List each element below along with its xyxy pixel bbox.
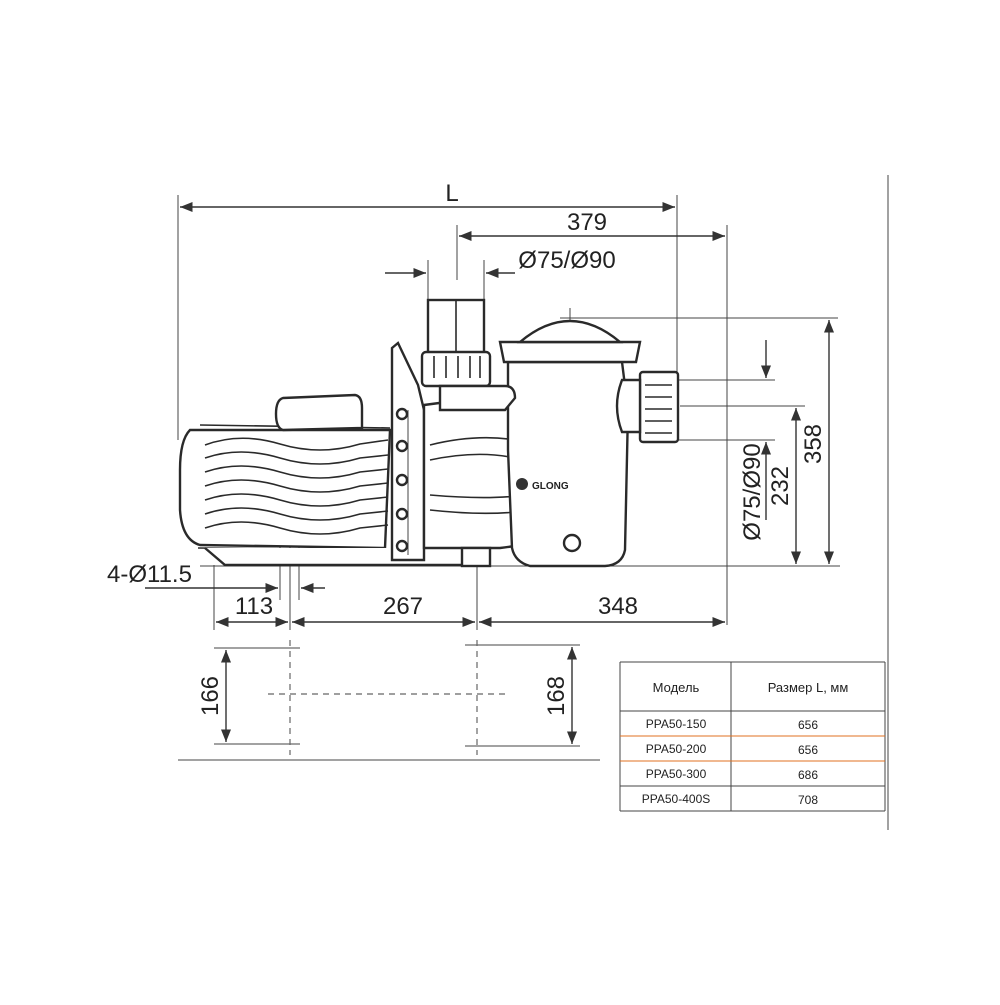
- dim-label-166: 166: [197, 676, 224, 716]
- table-cell-model: PPA50-400S: [642, 792, 711, 806]
- motor-cooling-fins: [204, 437, 389, 535]
- dim-label-358: 358: [800, 424, 827, 464]
- table-cell-model: PPA50-300: [646, 767, 707, 781]
- flange-bolt: [395, 507, 409, 521]
- dim-label-379: 379: [567, 209, 607, 236]
- motor-foot: [204, 547, 482, 567]
- strainer-body: [506, 360, 630, 568]
- dim-label-232: 232: [767, 466, 794, 506]
- dim-label-pipe-top: Ø75/Ø90: [518, 247, 615, 274]
- side-outlet-neck: [615, 378, 642, 434]
- table-header-size: Размер L, мм: [768, 680, 849, 695]
- brand-label: GLONG: [532, 481, 569, 492]
- table-cell-size: 686: [798, 768, 818, 782]
- flange-bolt: [395, 473, 409, 487]
- table-cell-size: 708: [798, 793, 818, 807]
- table-cell-size: 656: [798, 743, 818, 757]
- flange-bolt: [395, 539, 409, 553]
- dim-label-holes: 4-Ø11.5: [107, 561, 192, 588]
- side-union-nut: [638, 370, 680, 444]
- table-header-model: Модель: [653, 680, 700, 695]
- top-connector: [438, 384, 517, 412]
- dim-label-113: 113: [235, 593, 273, 620]
- brand-logo-icon: [516, 478, 528, 490]
- table-cell-size: 656: [798, 718, 818, 732]
- table-cell-model: PPA50-150: [646, 717, 707, 731]
- flange-bolt: [395, 439, 409, 453]
- terminal-box: [274, 393, 364, 432]
- motor-body: [178, 428, 392, 550]
- top-nut-teeth: [433, 356, 481, 378]
- dim-label-348: 348: [598, 593, 638, 620]
- dim-label-pipe-side: Ø75/Ø90: [739, 443, 766, 540]
- dim-label-267: 267: [383, 593, 423, 620]
- dim-label-168: 168: [543, 676, 570, 716]
- strainer-lid-ring: [498, 340, 642, 364]
- strainer-lid-dome: [516, 319, 624, 344]
- pump-outline: [178, 298, 680, 568]
- model-size-table: Модель Размер L, мм PPA50-150 656 PPA50-…: [619, 661, 886, 812]
- side-nut-teeth: [645, 384, 672, 434]
- flange-bolt: [395, 407, 409, 421]
- drain-screw: [562, 533, 582, 553]
- drain-plug: [460, 546, 492, 568]
- table-cell-model: PPA50-200: [646, 742, 707, 756]
- dim-label-L: L: [445, 180, 458, 207]
